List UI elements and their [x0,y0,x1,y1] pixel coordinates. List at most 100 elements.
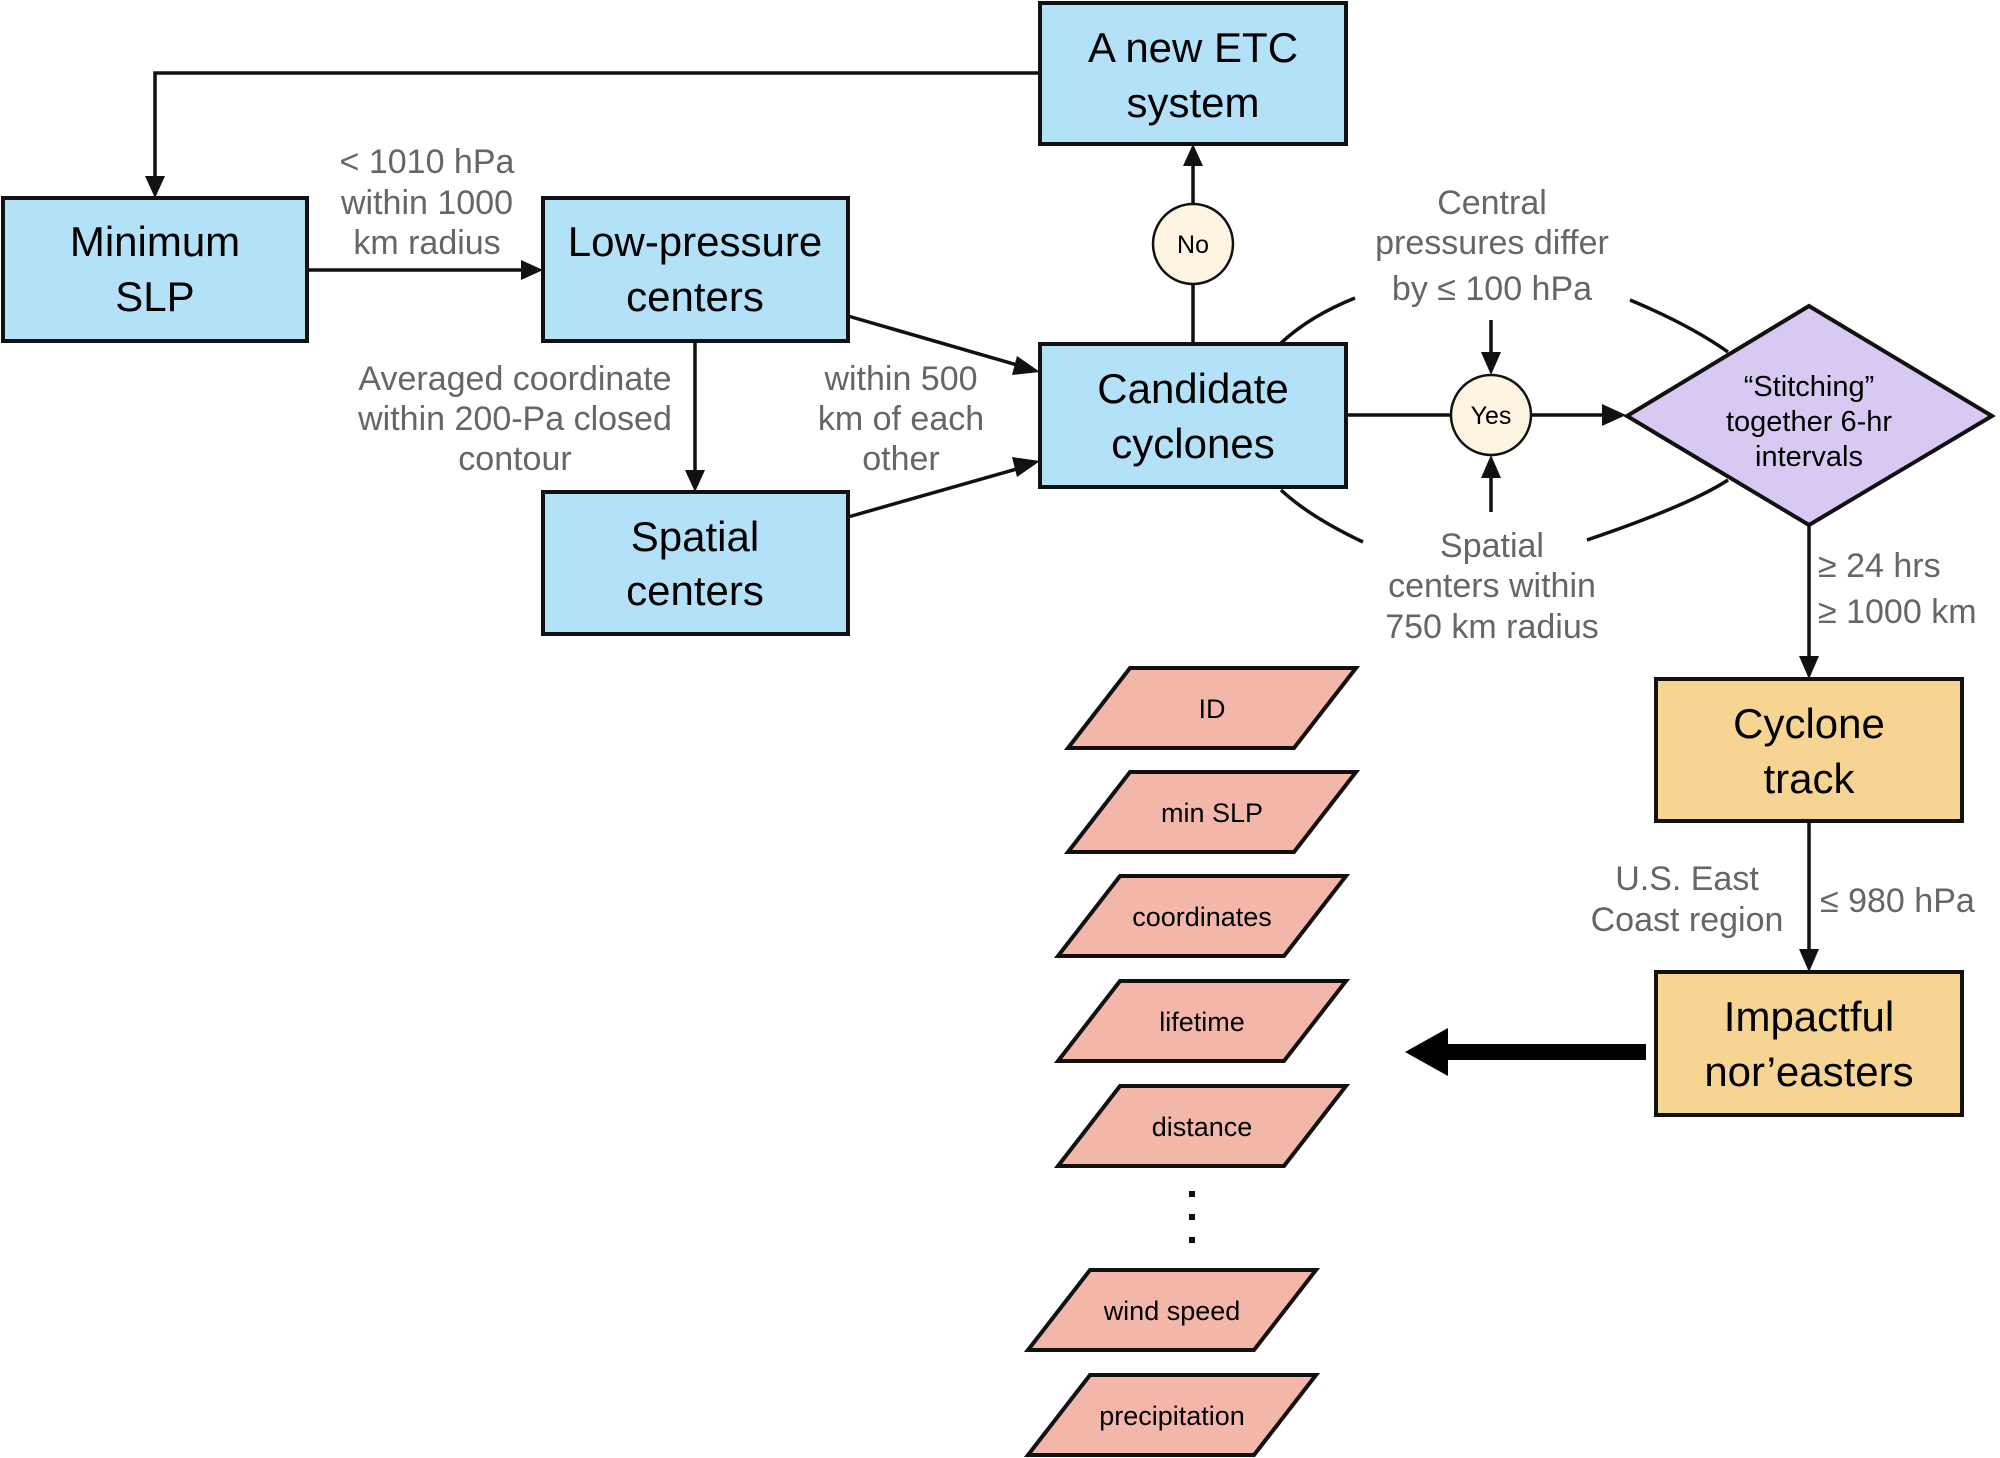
arc-top-right [1629,298,1730,354]
attribute-id[interactable]: ID [1063,666,1361,750]
arrowhead [1012,457,1040,477]
thick-arrowhead [1405,1028,1448,1076]
parallelogram-shape [1053,979,1351,1063]
arrowhead [1481,455,1501,478]
label-line: U.S. East [1615,860,1759,898]
attribute-label: coordinates [1132,902,1272,932]
attribute-label: precipitation [1099,1401,1245,1431]
parallelogram-shape [1023,1373,1321,1457]
node-candidate-cyclones[interactable]: Candidate cyclones [1038,342,1348,489]
label-within-500km: within 500 km of each other [818,360,984,478]
node-label: A new ETC [1088,24,1298,71]
label-line: km radius [353,224,500,262]
arrowhead [145,176,165,198]
node-new-etc-system[interactable]: A new ETC system [1038,1,1348,146]
arrowhead [1602,404,1626,426]
arrowhead [1799,949,1819,972]
label-line: km of each [818,400,984,438]
ellipsis-dot [1189,1214,1195,1220]
node-label: intervals [1755,441,1863,473]
label-central-pressures: Central pressures differ by ≤ 100 hPa [1375,184,1609,308]
label-duration-distance: ≥ 24 hrs ≥ 1000 km [1818,547,1977,631]
edge-etc-to-minimum-slp [153,71,1040,180]
attribute-precipitation[interactable]: precipitation [1023,1373,1321,1457]
attribute-wind-speed[interactable]: wind speed [1023,1268,1321,1352]
node-low-pressure-centers[interactable]: Low-pressure centers [541,196,850,343]
node-label: Impactful [1724,993,1894,1040]
label-line: within 200-Pa closed [357,400,672,438]
decision-yes[interactable]: Yes [1449,373,1533,457]
label-line: contour [458,440,571,478]
label-line: within 500 [823,360,977,398]
arc-bottom-left [1279,488,1364,544]
node-label: Candidate [1097,365,1288,412]
edge-spatial-to-candidate [847,465,1025,519]
label-east-coast-region: U.S. East Coast region [1591,860,1784,939]
arc-bottom-right [1586,478,1729,542]
arrowhead [1012,356,1040,375]
label-line: ≥ 1000 km [1818,593,1977,631]
label-spatial-radius: Spatial centers within 750 km radius [1385,527,1599,646]
ellipsis-dot [1189,1237,1195,1243]
node-impactful-noreasters[interactable]: Impactful nor’easters [1654,970,1964,1117]
label-line: Spatial [1440,527,1544,565]
attribute-lifetime[interactable]: lifetime [1053,979,1351,1063]
label-line: other [862,440,940,478]
node-label: cyclones [1111,420,1274,467]
parallelogram-shape [1063,666,1361,750]
node-label: SLP [115,273,194,320]
attribute-label: lifetime [1159,1007,1245,1037]
parallelogram-shape [1053,1084,1351,1168]
label-line: 750 km radius [1385,608,1599,646]
node-label: track [1763,755,1855,802]
attribute-label: min SLP [1161,798,1263,828]
decision-yes-label: Yes [1471,402,1512,430]
node-label: nor’easters [1704,1048,1913,1095]
attribute-min-slp[interactable]: min SLP [1063,770,1361,854]
attribute-label: distance [1152,1112,1253,1142]
label-averaged-coordinate: Averaged coordinate within 200-Pa closed… [357,360,672,478]
parallelogram-shape [1053,874,1351,958]
ellipsis-dot [1189,1191,1195,1197]
label-line: ≥ 24 hrs [1818,547,1941,585]
node-stitching-decision[interactable]: “Stitching” together 6-hr intervals [1623,303,1996,528]
node-label: Cyclone [1733,700,1885,747]
label-line: Averaged coordinate [358,360,671,398]
decision-no-label: No [1177,231,1209,259]
arrowhead [1799,656,1819,679]
node-label: centers [626,567,764,614]
node-label: centers [626,273,764,320]
parallelogram-shape [1063,770,1361,854]
node-label: “Stitching” [1744,371,1875,403]
label-line: ≤ 980 hPa [1820,882,1975,920]
label-line: centers within [1388,567,1596,605]
node-label: Low-pressure [568,218,822,265]
attribute-label: ID [1199,694,1226,724]
arrowhead [1481,352,1501,375]
attribute-label: wind speed [1103,1296,1241,1326]
label-slp-threshold: < 1010 hPa within 1000 km radius [340,143,515,262]
parallelogram-shape [1023,1268,1321,1352]
node-label: Minimum [70,218,240,265]
decision-no[interactable]: No [1151,202,1235,286]
node-spatial-centers[interactable]: Spatial centers [541,490,850,636]
node-cyclone-track[interactable]: Cyclone track [1654,677,1964,823]
label-line: Central [1437,184,1547,222]
node-label: together 6-hr [1726,406,1892,438]
label-line: Coast region [1591,901,1784,939]
arrowhead [685,470,705,492]
arrowhead [521,260,543,280]
connectors [145,71,1819,1076]
label-pressure-threshold: ≤ 980 hPa [1820,882,1975,920]
attribute-distance[interactable]: distance [1053,1084,1351,1168]
ellipsis-icon [1189,1191,1195,1243]
label-line: by ≤ 100 hPa [1392,270,1592,308]
label-line: < 1010 hPa [340,143,515,181]
edge-low-pressure-to-candidate [847,314,1025,369]
node-minimum-slp[interactable]: Minimum SLP [1,196,309,343]
label-line: within 1000 [340,184,513,222]
node-label: Spatial [631,513,759,560]
node-label: system [1126,79,1259,126]
attribute-coordinates[interactable]: coordinates [1053,874,1351,958]
